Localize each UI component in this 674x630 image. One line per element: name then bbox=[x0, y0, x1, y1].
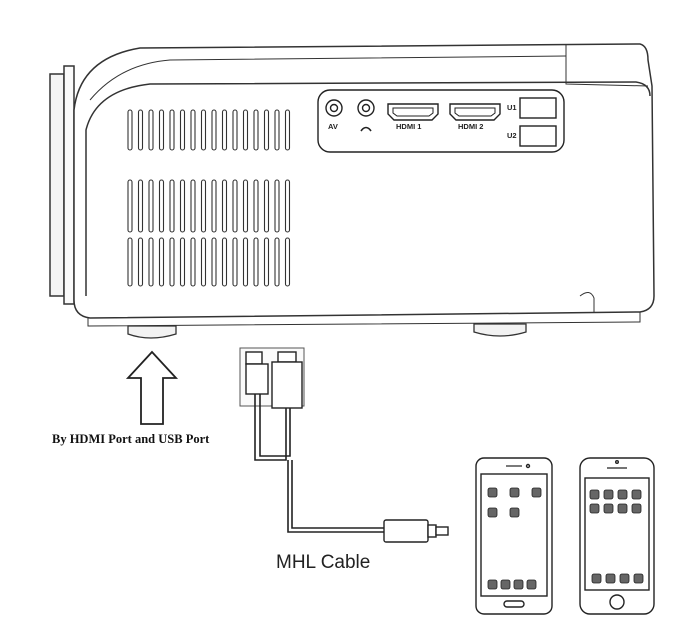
iphone bbox=[579, 457, 655, 615]
vent-slot bbox=[148, 179, 154, 233]
vent-slot bbox=[127, 237, 133, 287]
vent-slot bbox=[200, 109, 207, 151]
vent-slot bbox=[148, 237, 154, 287]
vent-slot bbox=[158, 109, 165, 151]
vent-slot bbox=[263, 237, 270, 287]
app-icon bbox=[589, 489, 600, 500]
mhl-cable bbox=[254, 394, 384, 533]
app-icon bbox=[633, 573, 644, 584]
app-icon bbox=[513, 579, 524, 590]
vent-slot bbox=[221, 237, 228, 287]
app-icon bbox=[631, 503, 642, 514]
up-arrow-icon bbox=[125, 350, 179, 425]
app-icon bbox=[500, 579, 511, 590]
vent-slot bbox=[169, 237, 175, 287]
app-icon bbox=[617, 489, 628, 500]
app-icon bbox=[487, 579, 498, 590]
vent-slot bbox=[242, 237, 249, 287]
vent-slot bbox=[221, 179, 228, 233]
vent-slot bbox=[274, 109, 280, 151]
app-icon bbox=[487, 487, 498, 498]
vent-slot bbox=[190, 109, 196, 151]
vent-slot bbox=[253, 179, 259, 233]
app-icon bbox=[509, 507, 520, 518]
app-icon bbox=[487, 507, 498, 518]
vent-slot bbox=[232, 109, 238, 151]
hdmi2-port-label: HDMI 2 bbox=[458, 122, 484, 131]
vent-slot bbox=[211, 237, 217, 287]
vent-slot bbox=[200, 179, 207, 233]
vent-slot bbox=[242, 109, 249, 151]
vent-slot bbox=[179, 179, 186, 233]
hdmi1-port-label: HDMI 1 bbox=[396, 122, 422, 131]
vent-slot bbox=[137, 109, 144, 151]
vent-slot bbox=[232, 179, 238, 233]
vent-slot bbox=[137, 237, 144, 287]
vent-slot bbox=[148, 109, 154, 151]
app-icon bbox=[531, 487, 542, 498]
vent-slot bbox=[284, 179, 291, 233]
vent-slot bbox=[169, 179, 175, 233]
vent-slot bbox=[284, 237, 291, 287]
vent-slot bbox=[179, 109, 186, 151]
app-icon bbox=[617, 503, 628, 514]
vent-slot bbox=[232, 237, 238, 287]
vent-slot bbox=[274, 179, 280, 233]
vent-slot bbox=[274, 237, 280, 287]
vent-slot bbox=[158, 179, 165, 233]
app-icon bbox=[603, 489, 614, 500]
app-icon bbox=[631, 489, 642, 500]
vent-slot bbox=[190, 237, 196, 287]
vent-slot bbox=[137, 179, 144, 233]
vent-slot bbox=[253, 109, 259, 151]
vent-grille bbox=[127, 109, 291, 287]
port-panel bbox=[317, 89, 565, 153]
app-icon bbox=[605, 573, 616, 584]
mhl-dongle bbox=[239, 347, 305, 409]
hdmi-usb-caption: By HDMI Port and USB Port bbox=[52, 432, 210, 446]
app-icon bbox=[619, 573, 630, 584]
vent-slot bbox=[221, 109, 228, 151]
projector-feet bbox=[127, 323, 527, 339]
vent-slot bbox=[284, 109, 291, 151]
vent-slot bbox=[263, 109, 270, 151]
app-icon bbox=[526, 579, 537, 590]
u1-port-label: U1 bbox=[507, 103, 517, 112]
android-phone bbox=[475, 457, 553, 615]
app-icon bbox=[591, 573, 602, 584]
vent-slot bbox=[179, 237, 186, 287]
vent-slot bbox=[253, 237, 259, 287]
av-port-label: AV bbox=[328, 122, 338, 131]
app-icon bbox=[603, 503, 614, 514]
vent-slot bbox=[263, 179, 270, 233]
vent-slot bbox=[242, 179, 249, 233]
vent-slot bbox=[158, 237, 165, 287]
micro-usb-plug bbox=[383, 519, 449, 543]
vent-slot bbox=[169, 109, 175, 151]
app-icon bbox=[589, 503, 600, 514]
app-icon bbox=[509, 487, 520, 498]
u2-port-label: U2 bbox=[507, 131, 517, 140]
vent-slot bbox=[127, 179, 133, 233]
mhl-cable-caption: MHL Cable bbox=[276, 552, 371, 573]
vent-slot bbox=[211, 179, 217, 233]
vent-slot bbox=[200, 237, 207, 287]
vent-slot bbox=[211, 109, 217, 151]
projector-body bbox=[49, 43, 655, 327]
vent-slot bbox=[190, 179, 196, 233]
vent-slot bbox=[127, 109, 133, 151]
